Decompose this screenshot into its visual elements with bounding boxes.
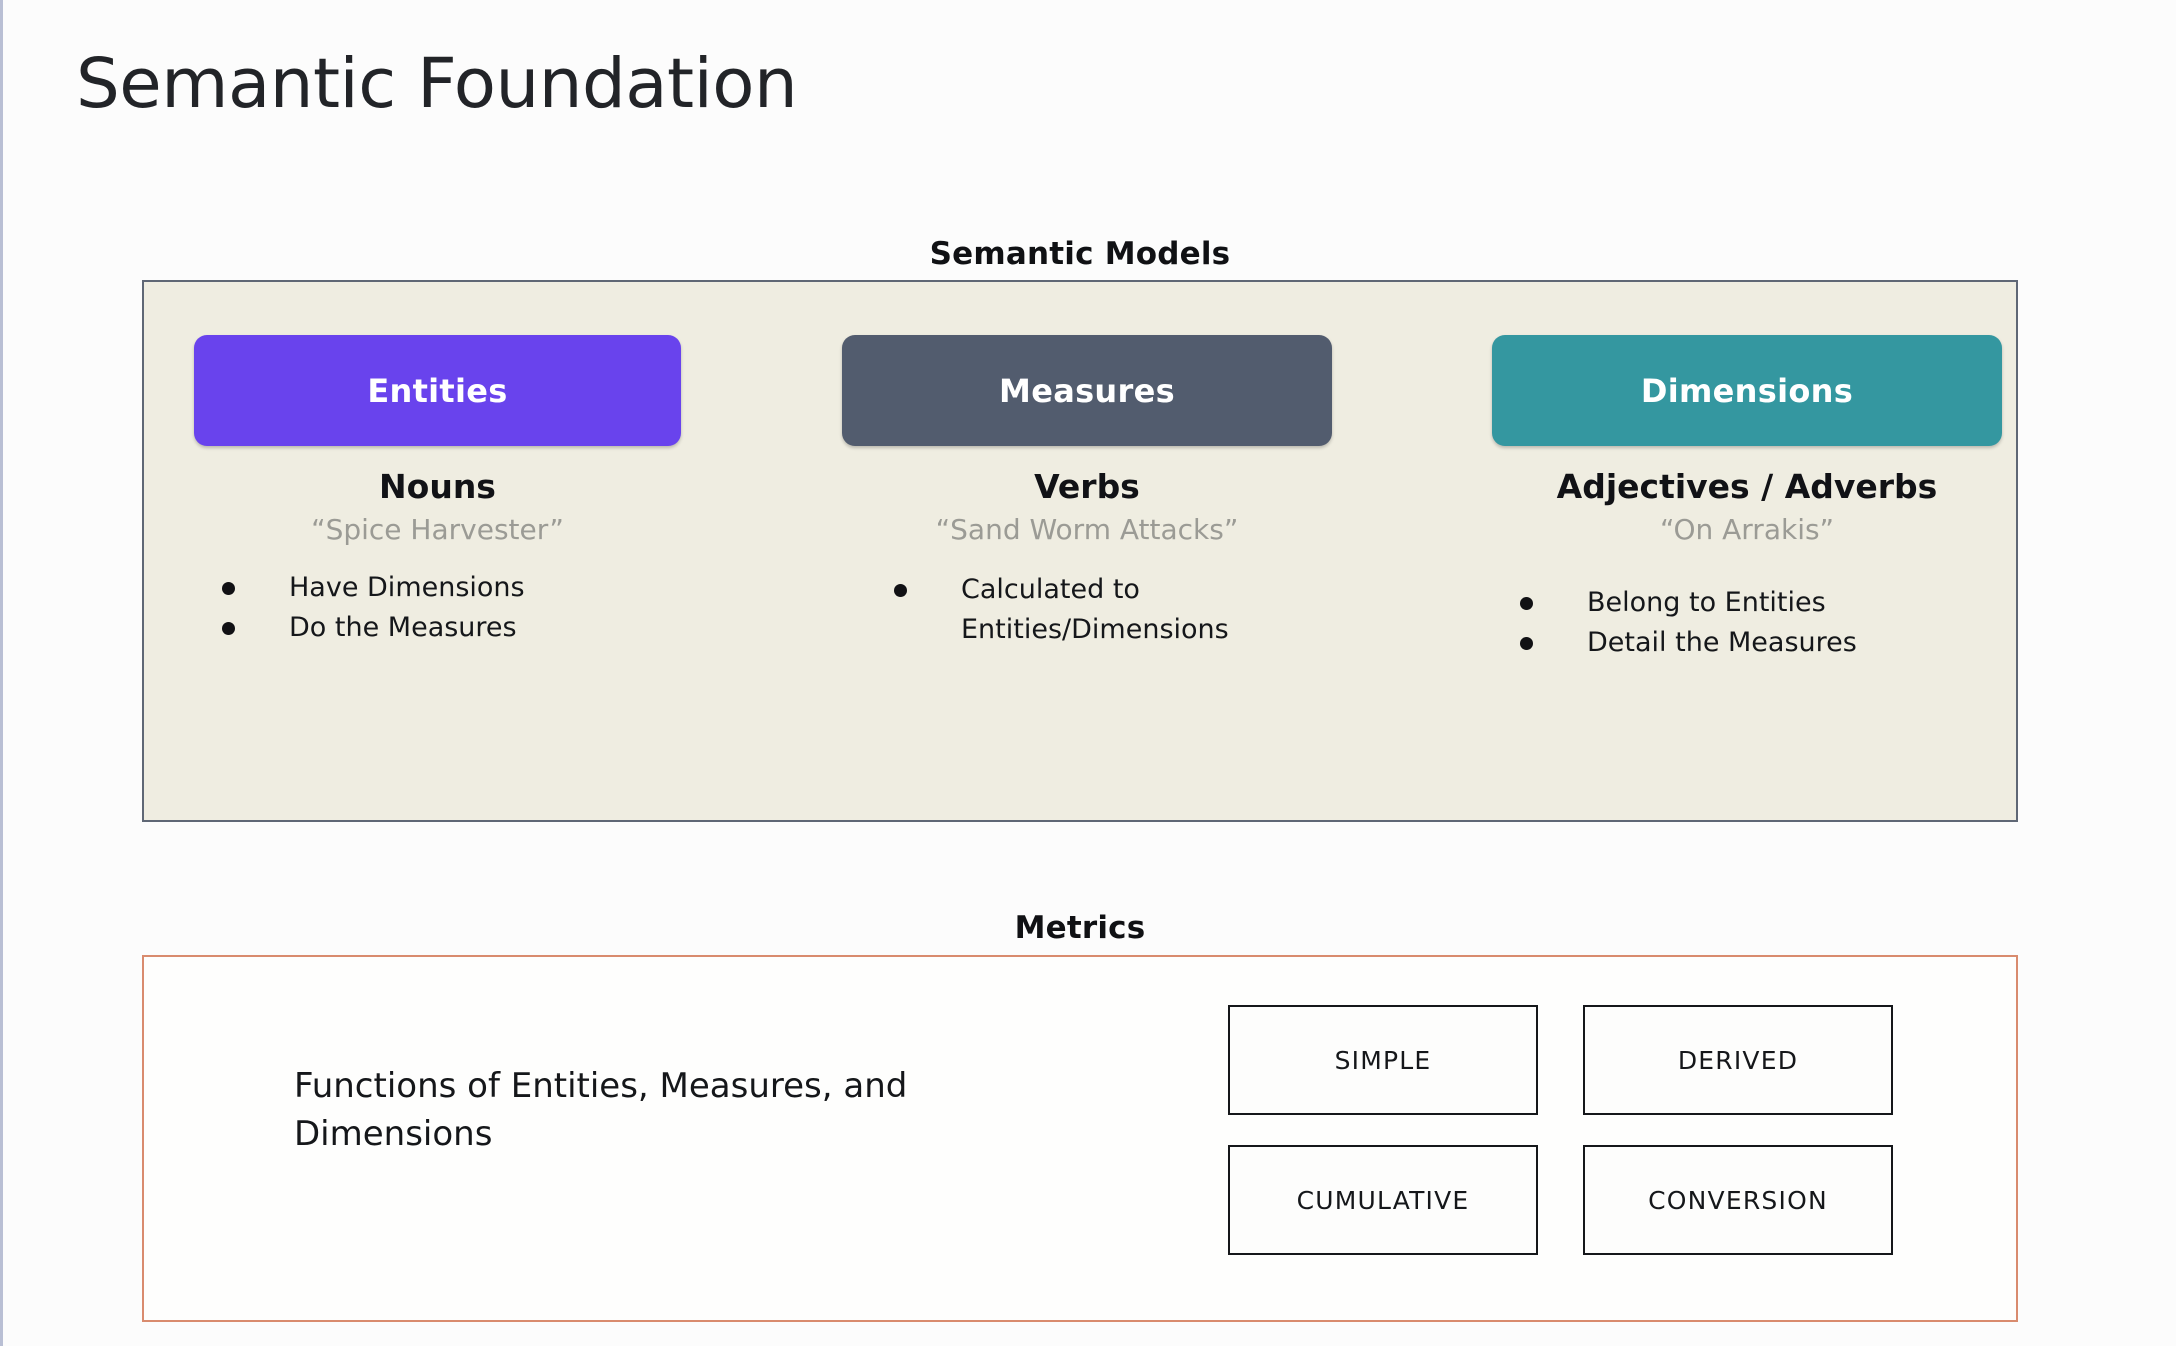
semantic-models-columns: Entities Nouns “Spice Harvester” Have Di… [144,282,2016,820]
list-item: Calculated to Entities/Dimensions [842,570,1332,650]
measures-pill[interactable]: Measures [842,335,1332,446]
measures-bullet-list: Calculated to Entities/Dimensions [842,570,1332,650]
metrics-caption: Metrics [1014,910,1146,946]
semantic-model-column-entities: Entities Nouns “Spice Harvester” Have Di… [194,282,681,820]
bullet-dot-icon [222,622,235,635]
metrics-description: Functions of Entities, Measures, and Dim… [294,1066,908,1154]
entities-example: “Spice Harvester” [311,513,564,546]
semantic-models-caption: Semantic Models [929,236,1231,272]
dimensions-bullet-text: Belong to Entities [1587,587,1826,618]
dimensions-pill[interactable]: Dimensions [1492,335,2002,446]
semantic-model-column-dimensions: Dimensions Adjectives / Adverbs “On Arra… [1492,282,2002,820]
list-item: Do the Measures [194,608,681,648]
metric-type-simple[interactable]: SIMPLE [1228,1005,1538,1115]
page-title: Semantic Foundation [76,44,798,124]
list-item: Belong to Entities [1492,583,2002,623]
semantic-model-column-measures: Measures Verbs “Sand Worm Attacks” Calcu… [842,282,1332,820]
dimensions-heading: Adjectives / Adverbs [1556,467,1938,506]
bullet-dot-icon [894,584,907,597]
entities-pill-label: Entities [367,371,508,410]
dimensions-bullet-list: Belong to Entities Detail the Measures [1492,583,2002,663]
measures-pill-label: Measures [999,371,1175,410]
metric-type-label: SIMPLE [1334,1045,1432,1075]
measures-bullet-text: Calculated to Entities/Dimensions [961,574,1229,645]
dimensions-bullet-text: Detail the Measures [1587,627,1857,658]
metric-type-label: CUMULATIVE [1296,1185,1470,1215]
bullet-dot-icon [222,582,235,595]
semantic-models-panel: Entities Nouns “Spice Harvester” Have Di… [142,280,2018,822]
bullet-dot-icon [1520,597,1533,610]
entities-bullet-text: Do the Measures [289,612,517,643]
metric-type-label: DERIVED [1677,1045,1799,1075]
dimensions-example: “On Arrakis” [1659,513,1835,546]
entities-bullet-text: Have Dimensions [289,572,525,603]
metric-type-cumulative[interactable]: CUMULATIVE [1228,1145,1538,1255]
metric-type-label: CONVERSION [1648,1185,1828,1215]
entities-heading: Nouns [379,467,496,506]
metric-type-derived[interactable]: DERIVED [1583,1005,1893,1115]
entities-bullet-list: Have Dimensions Do the Measures [194,568,681,648]
metrics-type-grid: SIMPLE DERIVED CUMULATIVE CONVERSION [1228,1005,1908,1255]
measures-heading: Verbs [1034,467,1140,506]
entities-pill[interactable]: Entities [194,335,681,446]
dimensions-pill-label: Dimensions [1640,371,1854,410]
measures-example: “Sand Worm Attacks” [935,513,1239,546]
slide-left-edge-rule [0,0,3,1346]
metrics-panel: Functions of Entities, Measures, and Dim… [142,955,2018,1322]
list-item: Detail the Measures [1492,623,2002,663]
metric-type-conversion[interactable]: CONVERSION [1583,1145,1893,1255]
bullet-dot-icon [1520,637,1533,650]
list-item: Have Dimensions [194,568,681,608]
